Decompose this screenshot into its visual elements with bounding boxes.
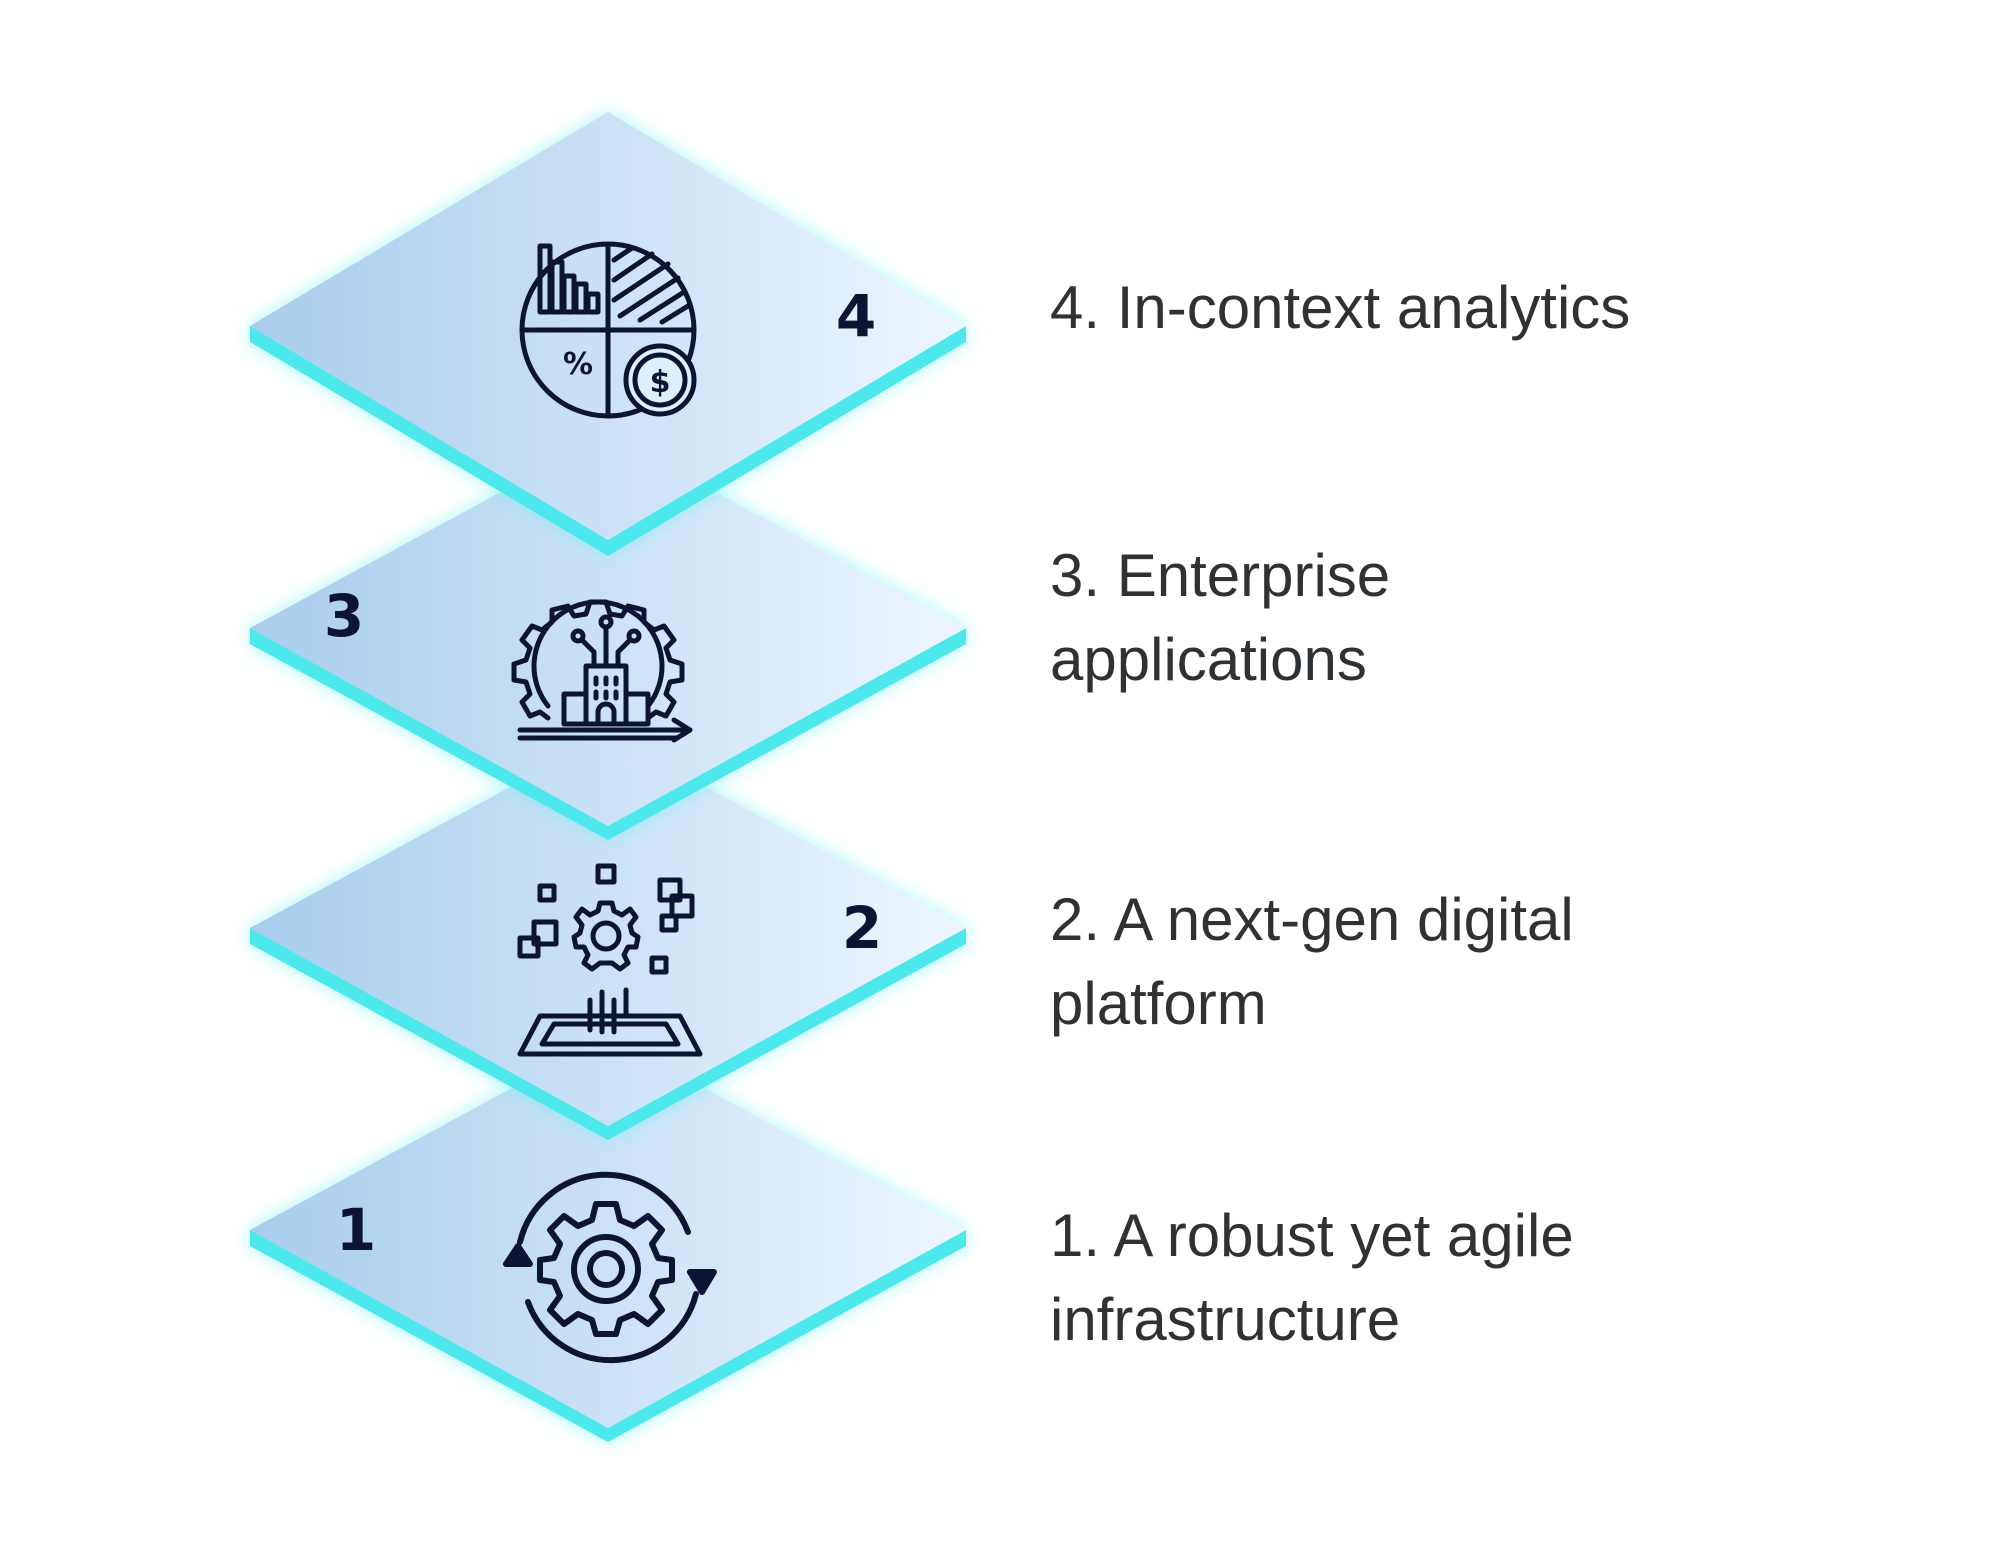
svg-text:$: $ xyxy=(650,365,671,400)
layer-1-number: 1 xyxy=(336,1196,376,1264)
layer-3-number: 3 xyxy=(324,582,364,650)
analytics-chart-icon: % $ xyxy=(519,241,697,419)
caption-layer-3: 3. Enterprise applications xyxy=(1050,542,1391,693)
layer-2-number: 2 xyxy=(842,894,882,962)
layer-1: 1 xyxy=(250,1036,966,1442)
layer-3: 3 xyxy=(250,434,966,840)
digital-platform-icon xyxy=(517,863,703,1057)
caption-layer-2: 2. A next-gen digital platform xyxy=(1050,886,1574,1037)
layer-2-face xyxy=(250,734,966,1126)
caption-layer-4: 4. In-context analytics xyxy=(1050,274,1631,341)
caption-layer-1: 1. A robust yet agile infrastructure xyxy=(1050,1202,1574,1353)
enterprise-gear-building-icon xyxy=(511,599,693,743)
svg-text:%: % xyxy=(563,347,593,382)
layer-1-face xyxy=(250,1036,966,1428)
layer-2: 2 xyxy=(250,734,966,1140)
layer-4-number: 4 xyxy=(836,282,876,350)
gear-cycle-icon xyxy=(503,1171,717,1364)
layer-4: 4 % $ xyxy=(250,112,966,556)
